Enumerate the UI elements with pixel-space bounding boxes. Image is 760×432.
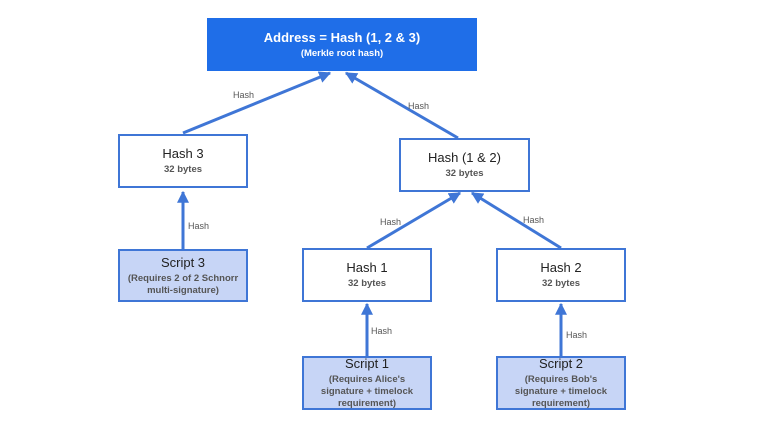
root-subtitle: (Merkle root hash) xyxy=(300,47,384,59)
hash12-subtitle: 32 bytes xyxy=(445,168,484,179)
edge-label-hash3-root: Hash xyxy=(233,90,255,100)
hash12-node: Hash (1 & 2) 32 bytes xyxy=(399,138,530,192)
hash12-title: Hash (1 & 2) xyxy=(428,150,501,165)
hash1-node: Hash 1 32 bytes xyxy=(302,248,432,302)
script2-title: Script 2 xyxy=(538,356,584,371)
hash2-node: Hash 2 32 bytes xyxy=(496,248,626,302)
script3-subtitle: (Requires 2 of 2 Schnorr multi-signature… xyxy=(127,272,239,296)
edge-hash2-to-hash12 xyxy=(470,191,562,250)
hash1-title: Hash 1 xyxy=(346,260,388,275)
script2-subtitle: (Requires Bob's signature + timelock req… xyxy=(514,374,608,409)
hash1-subtitle: 32 bytes xyxy=(347,278,387,289)
script1-subtitle: (Requires Alice's signature + timelock r… xyxy=(320,374,414,409)
hash3-subtitle: 32 bytes xyxy=(163,164,203,175)
script3-title: Script 3 xyxy=(160,254,206,270)
hash3-title: Hash 3 xyxy=(162,146,204,161)
edge-label-script2-hash2: Hash xyxy=(566,330,588,340)
root-title: Address = Hash (1, 2 & 3) xyxy=(263,29,421,45)
edge-label-hash1-hash12: Hash xyxy=(380,217,402,227)
script1-node: Script 1 (Requires Alice's signature + t… xyxy=(302,356,432,410)
edge-label-script3-hash3: Hash xyxy=(188,221,210,231)
hash2-title: Hash 2 xyxy=(540,260,582,275)
edge-label-script1-hash1: Hash xyxy=(371,326,393,336)
edge-hash12-to-root xyxy=(344,71,459,140)
edge-hash1-to-hash12 xyxy=(366,191,462,250)
edge-label-hash2-hash12: Hash xyxy=(523,215,545,225)
edge-label-hash12-root: Hash xyxy=(408,101,430,111)
root-node: Address = Hash (1, 2 & 3) (Merkle root h… xyxy=(207,18,477,71)
script3-node: Script 3 (Requires 2 of 2 Schnorr multi-… xyxy=(118,249,248,302)
script1-title: Script 1 xyxy=(344,356,390,371)
script2-node: Script 2 (Requires Bob's signature + tim… xyxy=(496,356,626,410)
hash2-subtitle: 32 bytes xyxy=(541,278,581,289)
edge-hash3-to-root xyxy=(182,71,332,135)
hash3-node: Hash 3 32 bytes xyxy=(118,134,248,188)
